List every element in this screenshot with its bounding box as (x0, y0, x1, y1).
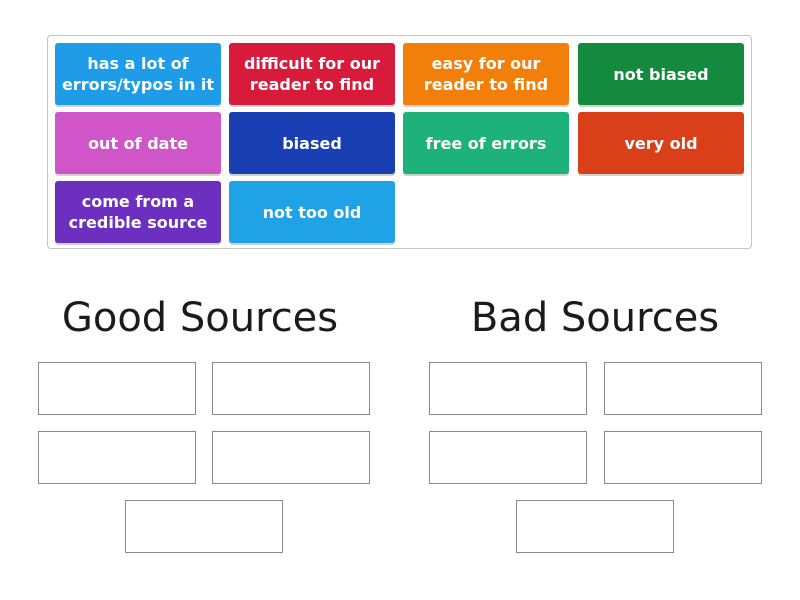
bad-sources-slot[interactable] (604, 362, 762, 415)
bad-sources-slot[interactable] (429, 431, 587, 484)
tile-label: not too old (262, 202, 362, 222)
bad-sources-slot[interactable] (429, 362, 587, 415)
tile-out-of-date[interactable]: out of date (55, 112, 221, 174)
tile-not-biased[interactable]: not biased (578, 43, 744, 105)
tile-label: difficult for our reader to find (243, 54, 381, 94)
tile-biased[interactable]: biased (229, 112, 395, 174)
tile-label: come from a credible source (68, 192, 208, 232)
tile-label: easy for our reader to find (423, 54, 549, 94)
good-sources-slot[interactable] (212, 362, 370, 415)
good-sources-slot[interactable] (38, 362, 196, 415)
good-sources-slot[interactable] (125, 500, 283, 553)
bad-sources-slot[interactable] (516, 500, 674, 553)
group-title-good-sources: Good Sources (61, 295, 339, 341)
tile-label: has a lot of errors/typos in it (61, 54, 215, 94)
tile-free-of-errors[interactable]: free of errors (403, 112, 569, 174)
tile-label: biased (282, 133, 342, 153)
tile-label: out of date (88, 133, 188, 153)
tile-bank: has a lot of errors/typos in it difficul… (47, 35, 752, 249)
good-sources-slot[interactable] (38, 431, 196, 484)
tile-easy-to-find[interactable]: easy for our reader to find (403, 43, 569, 105)
tile-difficult-to-find[interactable]: difficult for our reader to find (229, 43, 395, 105)
group-title-bad-sources: Bad Sources (470, 295, 720, 341)
tile-label: not biased (613, 64, 709, 84)
tile-credible-source[interactable]: come from a credible source (55, 181, 221, 243)
tile-label: very old (624, 133, 698, 153)
tile-not-too-old[interactable]: not too old (229, 181, 395, 243)
tile-label: free of errors (425, 133, 547, 153)
bad-sources-slot[interactable] (604, 431, 762, 484)
tile-errors-typos[interactable]: has a lot of errors/typos in it (55, 43, 221, 105)
tile-very-old[interactable]: very old (578, 112, 744, 174)
good-sources-slot[interactable] (212, 431, 370, 484)
